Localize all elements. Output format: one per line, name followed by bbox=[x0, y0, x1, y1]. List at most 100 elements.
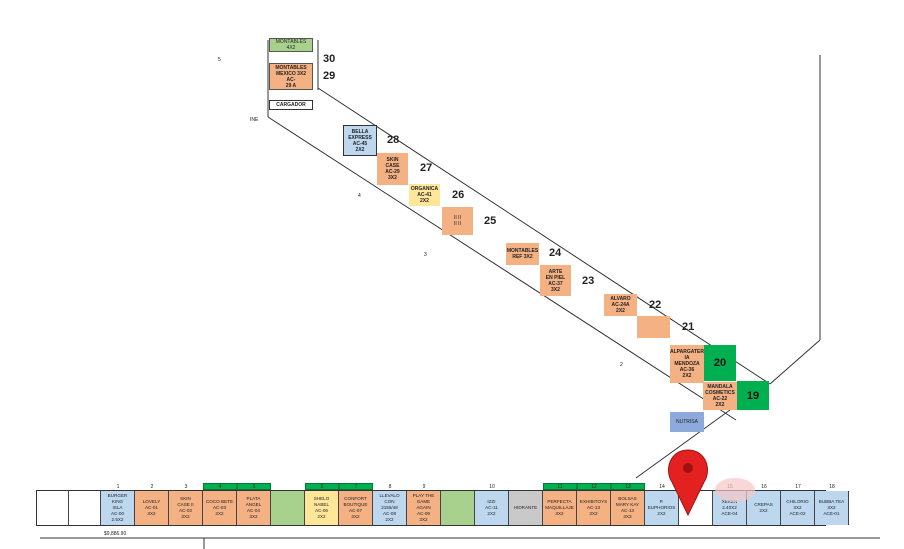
bottom-booth-cell: LOVELY AC-01 3X2 bbox=[135, 491, 169, 525]
bottom-booth-cell: CHILORIO 3X2 ACE-02 bbox=[781, 491, 815, 525]
bottom-booth-cell: CONFORT BOUTIQUE AC-07 3X2 bbox=[339, 491, 373, 525]
booth-24: MONTABLES REF 3X2 bbox=[506, 243, 539, 265]
bottom-booth-number: 14 bbox=[659, 484, 665, 490]
montables-mexico-label: MONTABLES MEXICO 3X2 AC- 29 A bbox=[275, 64, 307, 89]
bottom-booth-cell: BURGER KING ISLA AC-00 2.5X2 bbox=[101, 491, 135, 525]
bottom-booth-cell: BOLSAS MARY KAY AC-13 3X3 bbox=[611, 491, 645, 525]
bottom-booth-cell bbox=[271, 491, 305, 525]
bottom-booth-number: 15 bbox=[727, 484, 733, 490]
bottom-booth-cell: PLATA ANGEL AC-04 3X2 bbox=[237, 491, 271, 525]
left-marker-3: 3 bbox=[424, 252, 427, 258]
booth-green-strip bbox=[577, 483, 611, 490]
bottom-booth-cell bbox=[679, 491, 713, 525]
bottom-booth-cell bbox=[69, 491, 101, 525]
booth-25-label: II II II II bbox=[454, 215, 461, 227]
booth-20: ALPARGATER IA MENDOZA AC-36 2X2 bbox=[670, 345, 704, 383]
bottom-booth-cell bbox=[37, 491, 69, 525]
bottom-booth-cell: SKIN CASE II AC-02 3X3 bbox=[169, 491, 203, 525]
booth-25-number: 25 bbox=[484, 215, 497, 227]
price-label: $9,886.90 bbox=[104, 531, 127, 537]
booth-24-number: 24 bbox=[549, 247, 562, 259]
bottom-booth-number: 7 bbox=[354, 484, 358, 490]
bottom-booth-cell: CREPAS 2X2 bbox=[747, 491, 781, 525]
booth-28-number: 28 bbox=[387, 134, 400, 146]
diagonal-wall-upper bbox=[317, 87, 771, 385]
booth-20-number-box: 20 bbox=[704, 345, 736, 381]
booth-19-label: MANDALA COSMETICS AC-22 2X2 bbox=[705, 384, 735, 408]
booth-number-30: 30 bbox=[323, 53, 336, 65]
booth-27-number: 27 bbox=[420, 162, 433, 174]
bottom-booth-number: 3 bbox=[184, 484, 188, 490]
bottom-booth-cell: COCO BETE AC-03 2X2 bbox=[203, 491, 237, 525]
bottom-booth-cell: BUBBA TEA 3X2 ACE-01 bbox=[815, 491, 849, 525]
bottom-booth-number: 17 bbox=[795, 484, 801, 490]
montables-4x2-label: MONTABLES 4X2 bbox=[275, 39, 307, 51]
booth-22: ALVARO AC-24A 2X2 bbox=[604, 294, 637, 316]
bottom-booth-number: 13 bbox=[625, 484, 631, 490]
left-marker-4: 4 bbox=[358, 193, 361, 199]
nutrisa-booth: NUTRISA bbox=[670, 412, 704, 432]
bottom-booth-cell: PLAY THE GAME AGAIN AC-09 3X2 bbox=[407, 491, 441, 525]
booth-25: II II II II bbox=[442, 207, 473, 235]
bottom-booth-number: 6 bbox=[320, 484, 324, 490]
bottom-booth-cell: P. EUPHORIOS 2X2 bbox=[645, 491, 679, 525]
booth-23-number: 23 bbox=[582, 275, 595, 287]
booth-green-strip bbox=[237, 483, 271, 490]
cargador-box: CARGADOR bbox=[269, 100, 313, 110]
booth-19: MANDALA COSMETICS AC-22 2X2 bbox=[703, 382, 737, 410]
booth-26-number: 26 bbox=[452, 189, 465, 201]
booth-21 bbox=[637, 316, 670, 338]
booth-22-number: 22 bbox=[649, 299, 662, 311]
bottom-booth-number: 8 bbox=[388, 484, 392, 490]
bottom-booth-number: 1 bbox=[116, 484, 120, 490]
bottom-booth-number: 12 bbox=[591, 484, 597, 490]
left-marker-2: 2 bbox=[620, 362, 623, 368]
bottom-booth-cell: HIDRANTE bbox=[509, 491, 543, 525]
booth-21-number: 21 bbox=[682, 321, 695, 333]
booth-24-label: MONTABLES REF 3X2 bbox=[506, 248, 539, 260]
booth-green-strip bbox=[203, 483, 237, 490]
right-corner-wall bbox=[769, 339, 821, 385]
nutrisa-label: NUTRISA bbox=[676, 419, 698, 425]
booth-green-strip bbox=[305, 483, 339, 490]
booth-number-29: 29 bbox=[323, 70, 336, 82]
bottom-booth-number: 5 bbox=[252, 484, 256, 490]
booth-22-label: ALVARO AC-24A 2X2 bbox=[610, 296, 631, 314]
booth-28-label: BELLA EXPRESS AC-45 2X2 bbox=[348, 128, 372, 153]
booth-green-strip bbox=[543, 483, 577, 490]
booth-green-strip bbox=[611, 483, 645, 490]
booth-23-label: ARTE EN PIEL AC-37 3X2 bbox=[545, 268, 566, 293]
bottom-booth-number: 16 bbox=[761, 484, 767, 490]
booth-26: ORGANICA AC-41 2X2 bbox=[409, 184, 440, 206]
booth-20-label: ALPARGATER IA MENDOZA AC-36 2X2 bbox=[670, 349, 704, 379]
booth-23: ARTE EN PIEL AC-37 3X2 bbox=[540, 265, 571, 296]
bottom-booth-number: 18 bbox=[829, 484, 835, 490]
booth-28: BELLA EXPRESS AC-45 2X2 bbox=[343, 125, 377, 156]
ine-label: INE bbox=[250, 117, 259, 123]
diagonal-wall-lower bbox=[267, 116, 737, 421]
booth-20-number: 20 bbox=[713, 357, 727, 369]
left-marker-5: 5 bbox=[218, 57, 221, 63]
bottom-booth-cell: IZZI AC-11 2X2 bbox=[475, 491, 509, 525]
montables-4x2-box: MONTABLES 4X2 bbox=[269, 38, 313, 52]
booth-26-label: ORGANICA AC-41 2X2 bbox=[410, 186, 439, 204]
booth-green-strip bbox=[339, 483, 373, 490]
bottom-booth-cell: LLEVALO CON 2155/48 AC-08 2X2 bbox=[373, 491, 407, 525]
bottom-booth-number: 11 bbox=[557, 484, 563, 490]
booth-27: SKIN CASE AC-29 3X2 bbox=[377, 153, 408, 185]
bottom-booth-cell: XEKEN 2.40X2 ACE-04 bbox=[713, 491, 747, 525]
bottom-booth-number: 9 bbox=[422, 484, 426, 490]
bottom-booth-number: 2 bbox=[150, 484, 154, 490]
montables-mexico-box: MONTABLES MEXICO 3X2 AC- 29 A bbox=[269, 63, 313, 90]
booth-19-number: 19 bbox=[746, 389, 760, 402]
bottom-booth-cell: PERFECTA MAQUILLAJE 3X2 bbox=[543, 491, 577, 525]
bottom-booth-cell: EXHIBITOYS AC-13 3X2 bbox=[577, 491, 611, 525]
bottom-booth-cell bbox=[441, 491, 475, 525]
bottom-booth-number: 4 bbox=[218, 484, 222, 490]
link-wall bbox=[635, 409, 731, 479]
booth-27-label: SKIN CASE AC-29 3X2 bbox=[385, 157, 400, 181]
booth-19-number-box: 19 bbox=[737, 381, 769, 410]
cargador-label: CARGADOR bbox=[276, 102, 306, 108]
bottom-booth-number: 10 bbox=[489, 484, 495, 490]
